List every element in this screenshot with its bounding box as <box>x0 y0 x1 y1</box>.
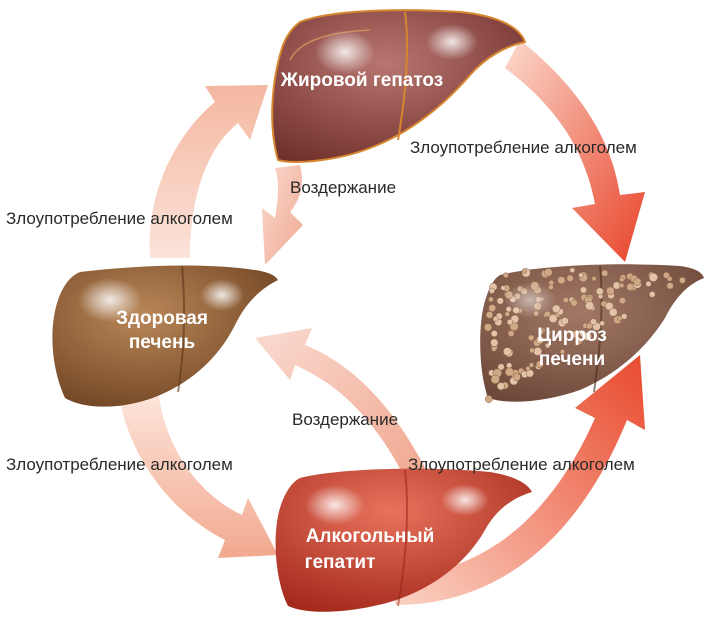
cirrhosis-nodule <box>493 316 498 321</box>
cirrhosis-nodule <box>545 268 553 276</box>
label-fatty-to-cirrhosis: Злоупотребление алкоголем <box>410 138 637 157</box>
cirrhosis-nodule <box>497 298 504 305</box>
cirrhosis-nodule <box>558 277 565 284</box>
cirrhosis-nodule <box>501 286 506 291</box>
cirrhosis-nodule <box>489 288 495 294</box>
label-hepatitis-line1: Алкогольный <box>306 526 435 547</box>
label-hepatitis-line2: гепатит <box>305 552 376 573</box>
cirrhosis-nodule <box>491 375 500 384</box>
cirrhosis-nodule <box>528 335 534 341</box>
cirrhosis-nodule <box>570 268 575 273</box>
cirrhosis-nodule <box>513 373 520 380</box>
label-healthy-liver-line2: печень <box>129 332 195 353</box>
cirrhosis-nodule <box>529 363 534 368</box>
cirrhosis-nodule <box>505 312 510 317</box>
cirrhosis-nodule <box>619 277 624 282</box>
cirrhosis-nodule <box>646 281 652 287</box>
cirrhosis-nodule <box>503 348 511 356</box>
cirrhosis-nodule <box>505 368 513 376</box>
cirrhosis-nodule <box>606 287 614 295</box>
cirrhosis-nodule <box>522 269 527 274</box>
label-hepatitis-to-cirrhosis: Злоупотребление алкоголем <box>408 455 635 474</box>
cirrhosis-nodule <box>563 297 568 302</box>
cirrhosis-nodule <box>663 272 669 278</box>
label-hepatitis-to-healthy: Воздержание <box>292 410 398 429</box>
cirrhosis-nodule <box>585 301 594 310</box>
cirrhosis-nodule <box>485 396 492 403</box>
cirrhosis-nodule <box>489 305 496 312</box>
cirrhosis-nodule <box>484 324 492 332</box>
cirrhosis-nodule <box>620 283 625 288</box>
cirrhosis-nodule <box>526 366 531 371</box>
cirrhosis-nodule <box>561 317 568 324</box>
label-cirrhosis-line1: Цирроз <box>537 325 607 346</box>
cirrhosis-nodule <box>592 277 596 281</box>
arrow-healthy-to-hepatitis <box>118 390 278 558</box>
cirrhosis-nodule <box>497 383 504 390</box>
cirrhosis-nodule <box>503 273 508 278</box>
cirrhosis-nodule <box>609 308 617 316</box>
arrow-healthy-to-fatty <box>149 85 268 258</box>
cirrhosis-nodule <box>679 277 685 283</box>
cirrhosis-nodule <box>580 287 586 293</box>
cirrhosis-nodule <box>492 346 497 351</box>
cirrhosis-nodule <box>649 273 658 282</box>
cirrhosis-nodule <box>579 273 584 278</box>
cirrhosis-nodule <box>567 275 574 282</box>
cirrhosis-nodule <box>491 339 499 347</box>
cirrhosis-nodule <box>596 288 603 295</box>
cirrhosis-nodule <box>508 330 514 336</box>
cirrhosis-nodule <box>549 314 557 322</box>
cirrhosis-nodule <box>530 348 535 353</box>
cirrhosis-nodule <box>491 330 497 336</box>
cirrhosis-nodule <box>633 278 641 286</box>
cirrhosis-nodule <box>649 291 655 297</box>
label-healthy-to-hepatitis: Злоупотребление алкоголем <box>6 455 233 474</box>
label-fatty-liver: Жировой гепатоз <box>280 70 443 91</box>
cirrhosis-nodule <box>619 297 625 303</box>
cirrhosis-nodule <box>507 319 513 325</box>
cirrhosis-nodule <box>621 314 627 320</box>
label-healthy-to-fatty: Злоупотребление алкоголем <box>6 209 233 228</box>
label-fatty-to-healthy: Воздержание <box>290 178 396 197</box>
cirrhosis-nodule <box>667 283 674 290</box>
label-cirrhosis-line2: печени <box>539 349 605 370</box>
cirrhosis-nodule <box>488 297 493 302</box>
arrow-hepatitis-to-healthy <box>255 328 425 478</box>
cirrhosis-nodule <box>627 283 634 290</box>
cirrhosis-nodule <box>571 299 578 306</box>
cirrhosis-nodule <box>486 311 493 318</box>
cirrhosis-nodule <box>602 270 608 276</box>
label-healthy-liver-line1: Здоровая <box>116 308 208 329</box>
